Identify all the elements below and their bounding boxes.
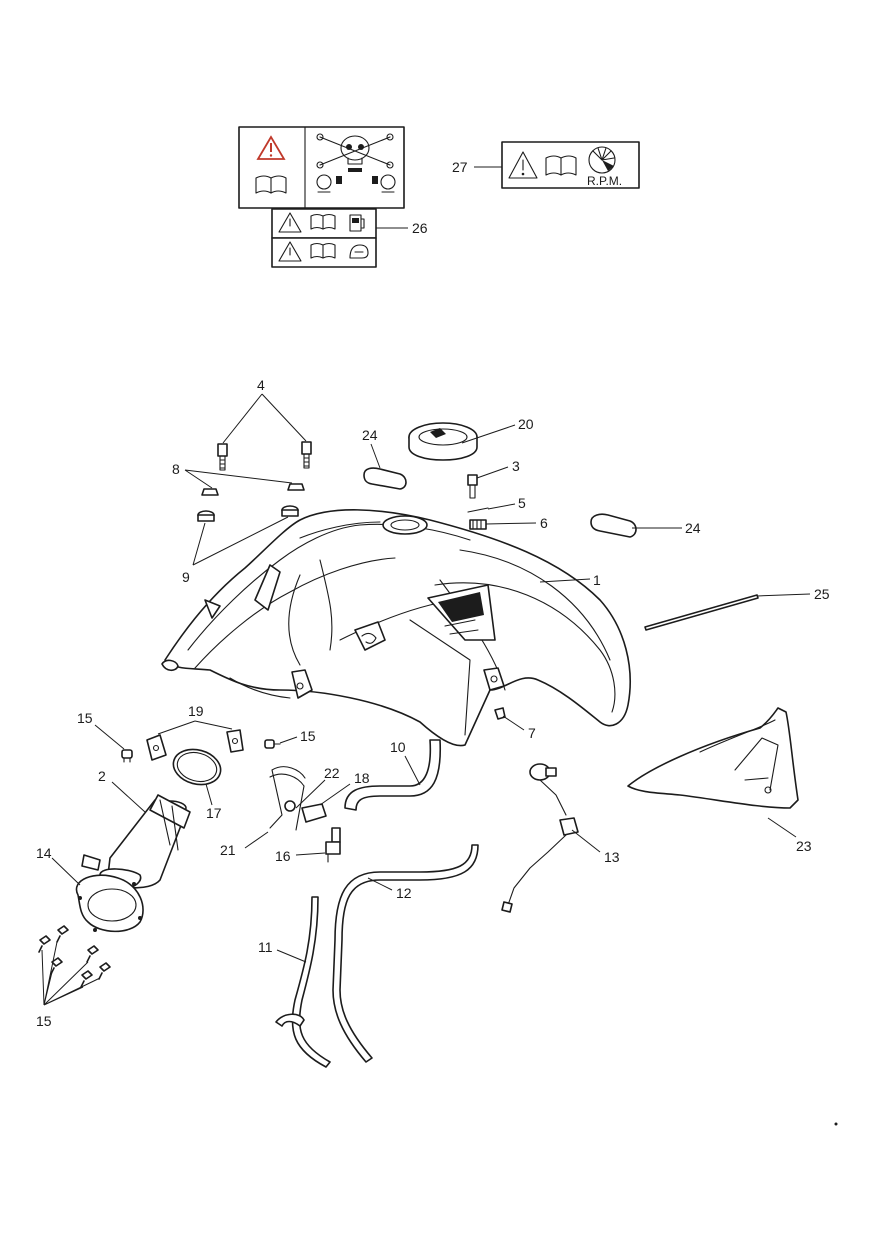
rpm-label: R.P.M. (587, 174, 622, 188)
callout-14: 14 (36, 845, 52, 861)
fitting-16 (325, 827, 341, 863)
callout-3: 3 (512, 458, 520, 474)
callout-22: 22 (324, 765, 340, 781)
callout-13: 13 (604, 849, 620, 865)
skull-crossbones-icon (316, 133, 396, 193)
hose-clip-22 (269, 766, 306, 831)
callout-5: 5 (518, 495, 526, 511)
helmet-icon (349, 244, 369, 259)
connector-18 (301, 803, 327, 823)
manual-book-icon (545, 155, 577, 176)
manual-book-icon (310, 242, 336, 259)
hose-11 (291, 896, 331, 1068)
callout-10: 10 (390, 739, 406, 755)
callout-15c: 15 (36, 1013, 52, 1029)
brackets-19 (146, 729, 244, 761)
callout-6: 6 (540, 515, 548, 531)
callout-15b: 15 (300, 728, 316, 744)
callout-17: 17 (206, 805, 222, 821)
callout-11: 11 (258, 939, 273, 955)
label-27-frame (501, 141, 640, 189)
scan-speck (834, 1122, 838, 1126)
callout-9: 9 (182, 569, 190, 585)
hose-12 (332, 844, 479, 1063)
seal-strip-25 (644, 594, 759, 631)
washers-8 (201, 483, 305, 496)
spacer-6 (469, 519, 487, 530)
callout-24a: 24 (362, 427, 378, 443)
callout-2: 2 (98, 768, 106, 784)
callout-1: 1 (593, 572, 601, 588)
callout-16: 16 (275, 848, 291, 864)
screws-15-lower (38, 925, 111, 988)
callout-12: 12 (396, 885, 412, 901)
fuel-tank (161, 509, 631, 747)
rubber-pad-24b (590, 513, 637, 538)
rubber-pad-24a (363, 467, 407, 490)
mounting-bolts-4 (217, 441, 312, 471)
callout-8: 8 (172, 461, 180, 477)
callout-26: 26 (412, 220, 428, 236)
side-cover-23 (627, 707, 799, 809)
callout-25: 25 (814, 586, 830, 602)
o-ring-17 (172, 748, 222, 786)
warning-label-27: R.P.M. 27 (452, 141, 640, 189)
filler-cap-ring-20 (408, 422, 478, 461)
tachometer-icon (588, 146, 616, 174)
screw-15-upper-right (264, 739, 281, 749)
mounting-ring-14 (75, 874, 144, 933)
callout-15a: 15 (77, 710, 93, 726)
callout-23: 23 (796, 838, 812, 854)
callout-24b: 24 (685, 520, 701, 536)
manual-book-icon (310, 213, 336, 230)
callout-4: 4 (257, 377, 265, 393)
manual-book-icon (255, 175, 287, 194)
warning-label-26: 26 (238, 126, 428, 268)
callout-19: 19 (188, 703, 204, 719)
warning-triangle-icon (508, 151, 538, 179)
label-26-row-a (271, 208, 377, 239)
bolt-3 (467, 474, 478, 499)
fuel-level-sender-13 (501, 763, 579, 913)
callout-21: 21 (220, 842, 236, 858)
callout-7: 7 (528, 725, 536, 741)
callout-18: 18 (354, 770, 370, 786)
callout-27: 27 (452, 159, 468, 175)
warning-triangle-icon (278, 241, 302, 262)
clip-7 (494, 707, 506, 720)
fuel-pump-icon (349, 214, 365, 232)
spring-5 (467, 507, 489, 513)
warning-triangle-icon (256, 135, 286, 160)
warning-triangle-icon (278, 212, 302, 233)
callout-20: 20 (518, 416, 534, 432)
screw-15-upper-left (121, 749, 133, 763)
hose-10 (344, 739, 442, 811)
hose-11-bend (275, 1013, 305, 1027)
grommets-9 (197, 505, 299, 522)
